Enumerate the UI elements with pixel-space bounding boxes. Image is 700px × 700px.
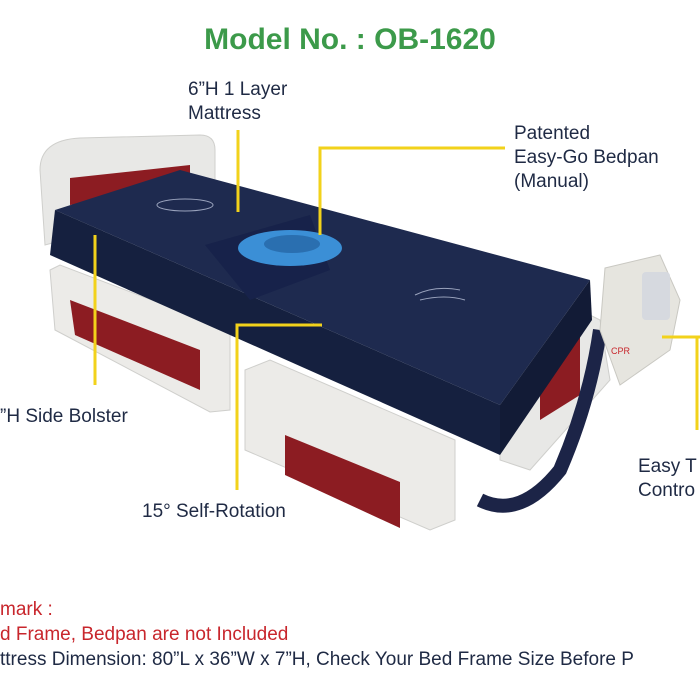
label-line: Patented: [514, 123, 591, 144]
remark-line-2: ttress Dimension: 80”L x 36”W x 7”H, Che…: [0, 649, 634, 670]
label-line: 6”H 1 Layer: [188, 79, 288, 100]
label-line: Contro: [638, 480, 696, 501]
remark-line-1: d Frame, Bedpan are not Included: [0, 624, 289, 645]
remark-heading: mark :: [0, 599, 53, 620]
label-bedpan: Patented Easy-Go Bedpan (Manual): [514, 122, 659, 194]
pump-badge: CPR: [611, 346, 631, 356]
label-side-bolster: ”H Side Bolster: [0, 406, 128, 427]
label-line: Easy-Go Bedpan: [514, 147, 659, 168]
page-title: Model No. : OB-1620: [204, 23, 496, 56]
label-line: Mattress: [188, 103, 261, 124]
callout-lines: [93, 130, 700, 490]
label-control: Easy T Contro: [638, 455, 697, 503]
label-self-rotation: 15° Self-Rotation: [142, 501, 286, 522]
air-hose: [476, 329, 607, 513]
pump-control-unit: CPR: [599, 254, 681, 386]
label-line: Easy T: [638, 456, 697, 477]
bed-side-rail-front: [244, 359, 456, 531]
bedpan: [238, 230, 342, 266]
label-mattress: 6”H 1 Layer Mattress: [188, 78, 287, 126]
label-line: (Manual): [514, 171, 589, 192]
